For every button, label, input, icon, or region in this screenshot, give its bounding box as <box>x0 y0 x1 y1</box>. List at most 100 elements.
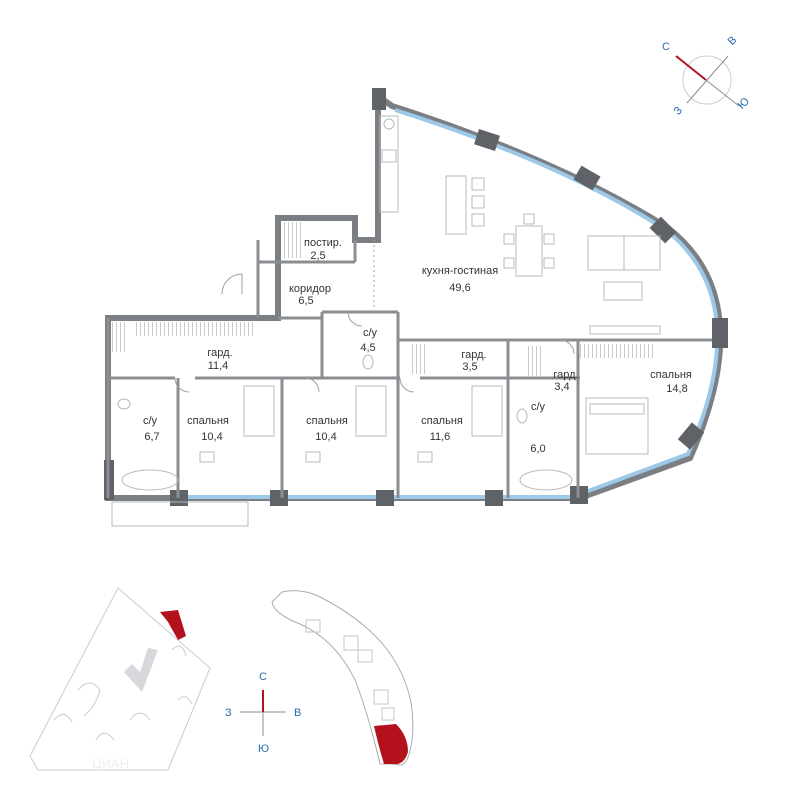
toilet <box>362 354 374 370</box>
room-area: 6,0 <box>530 443 545 455</box>
compass-top-needle-north <box>675 55 707 81</box>
door <box>559 339 575 355</box>
room-bedroom-master: спальня 14,8 <box>650 369 692 395</box>
room-area: 11,6 <box>430 431 451 443</box>
room-area: 10,4 <box>201 431 222 443</box>
room-bath-small: с/у 4,5 <box>360 327 377 354</box>
room-name: спальня <box>421 415 463 427</box>
room-name: с/у <box>363 327 378 339</box>
room-storage: постир. 2,5 <box>304 237 342 262</box>
room-name: с/у <box>531 401 546 413</box>
compass-bottom: С В Ю З <box>225 671 301 755</box>
bar-stool <box>471 213 485 227</box>
column <box>474 128 500 152</box>
room-name: спальня <box>187 415 229 427</box>
site-building-mark <box>124 648 158 692</box>
compass-top-east-label: В <box>726 34 740 48</box>
compass-bottom-south-label: Ю <box>258 743 269 755</box>
door <box>347 311 363 327</box>
room-area: 2,5 <box>310 250 325 262</box>
room-name: с/у <box>143 415 158 427</box>
exterior-wall <box>105 90 724 501</box>
wardrobe-shelving <box>135 322 255 336</box>
site-plan <box>29 587 211 771</box>
column <box>573 165 601 191</box>
room-bath-left: с/у 6,7 <box>143 415 160 443</box>
compass-top-needle-south <box>705 79 740 107</box>
dining-table <box>515 225 543 277</box>
balcony <box>111 501 249 527</box>
washbasin <box>117 398 131 410</box>
compass-bottom-east-label: В <box>294 707 301 719</box>
building-outline <box>271 590 414 766</box>
apartment-location-highlight <box>374 724 408 765</box>
room-wardrobe-main: гард. 11,4 <box>207 347 232 372</box>
column <box>649 216 677 244</box>
room-area: 49,6 <box>449 282 470 294</box>
compass-top-axis-ew <box>686 55 729 104</box>
compass-top-north-label: С <box>662 41 670 53</box>
chair <box>503 257 515 269</box>
chair <box>503 233 515 245</box>
site-highlight <box>160 610 186 640</box>
room-bedroom-1: спальня 10,4 <box>187 415 229 443</box>
column <box>376 490 394 506</box>
toilet <box>516 408 528 424</box>
bathtub <box>121 469 179 491</box>
room-wardrobe-3: гард. 3,4 <box>553 369 578 393</box>
compass-top-west-label: З <box>672 104 685 117</box>
nightstand <box>417 451 433 463</box>
room-bath-right: с/у 6,0 <box>530 401 545 455</box>
room-area: 6,7 <box>144 431 159 443</box>
door <box>174 377 190 393</box>
room-name: коридор <box>289 283 331 295</box>
building-key-plan <box>271 590 414 766</box>
room-name: кухня-гостиная <box>422 265 498 277</box>
kitchen-island <box>445 175 467 235</box>
room-area: 3,4 <box>554 381 569 393</box>
wardrobe-shelving <box>528 346 544 376</box>
room-name: гард. <box>207 347 232 359</box>
apartment-plan: кухня-гостиная 49,6 постир. 2,5 коридор … <box>104 88 728 527</box>
tv-stand <box>589 325 661 335</box>
bed-master <box>585 397 649 455</box>
kitchen-counter <box>379 115 399 213</box>
nightstand <box>199 451 215 463</box>
chair <box>543 257 555 269</box>
column <box>712 318 728 348</box>
stove-icon <box>383 118 395 130</box>
column <box>485 490 503 506</box>
room-area: 10,4 <box>315 431 336 443</box>
room-corridor: коридор 6,5 <box>289 283 331 307</box>
room-bedroom-2: спальня 10,4 <box>306 415 348 443</box>
door <box>304 377 320 393</box>
watermark: ЦИАН <box>92 756 129 771</box>
site-boundary <box>29 587 211 771</box>
room-name: постир. <box>304 237 342 249</box>
column <box>270 490 288 506</box>
nightstand <box>305 451 321 463</box>
room-name: гард. <box>461 349 486 361</box>
room-kitchen-living: кухня-гостиная 49,6 <box>422 265 498 294</box>
room-wardrobe-2: гард. 3,5 <box>461 349 486 373</box>
room-name: спальня <box>650 369 692 381</box>
bed <box>355 385 387 437</box>
sink-icon <box>381 149 397 163</box>
door <box>399 377 415 393</box>
storage-shelving <box>282 222 302 258</box>
column <box>372 88 386 110</box>
compass-top-south-label: Ю <box>736 95 752 111</box>
entrance-door <box>221 273 243 295</box>
compass-bottom-west-label: З <box>225 707 232 719</box>
column <box>677 422 705 450</box>
compass-top: С В Ю З <box>662 34 752 118</box>
compass-bottom-north-label: С <box>259 671 267 683</box>
bed <box>243 385 275 437</box>
compass-top-ring <box>682 55 732 105</box>
room-area: 4,5 <box>360 342 375 354</box>
room-name: гард. <box>553 369 578 381</box>
bathtub <box>519 469 573 491</box>
room-area: 6,5 <box>298 295 313 307</box>
